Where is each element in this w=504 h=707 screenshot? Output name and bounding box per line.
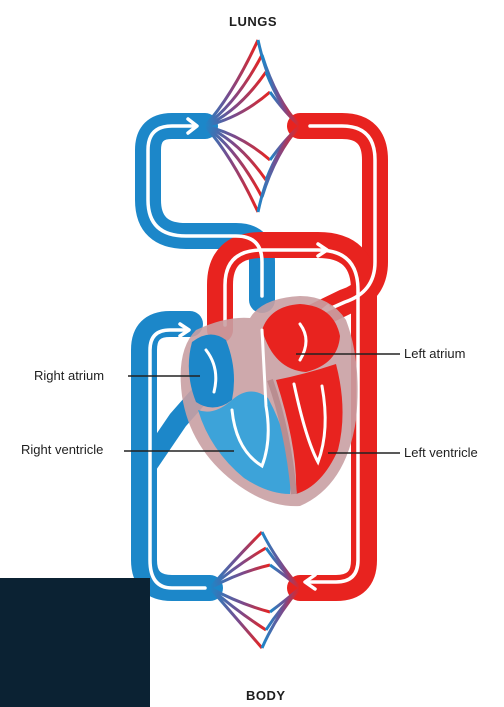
pulmonary-artery [148,126,262,300]
lungs-label: LUNGS [229,14,277,30]
body-label: BODY [246,688,286,704]
body-capillaries [210,532,300,648]
heart [181,296,358,506]
left-ventricle-label: Left ventricle [404,445,478,461]
right-atrium-label: Right atrium [34,368,104,384]
right-atrium-chamber [189,334,234,407]
right-ventricle-label: Right ventricle [21,442,103,458]
dark-overlay-block [0,578,150,707]
lung-capillaries [205,40,300,212]
left-atrium-label: Left atrium [404,346,465,362]
